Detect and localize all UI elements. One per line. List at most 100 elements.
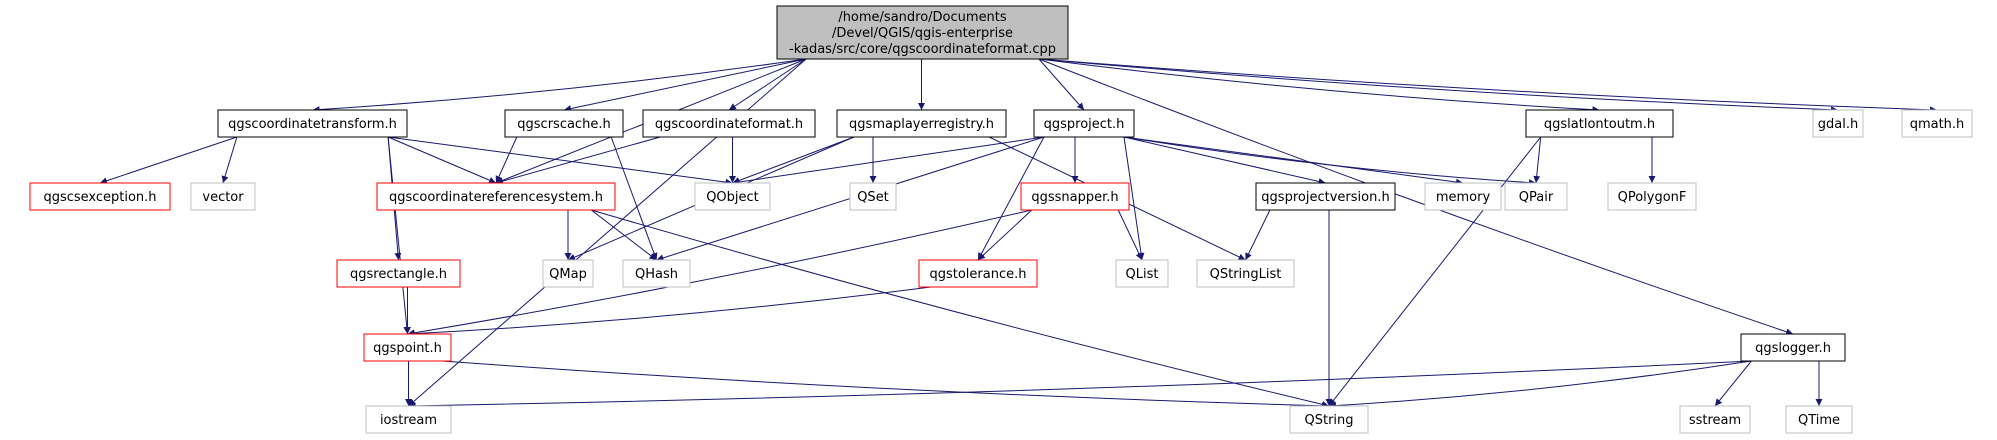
edge-qgspoint-to-qstring <box>442 360 1330 410</box>
node-qset: QSet <box>849 182 897 211</box>
node-label-qstringlist: QStringList <box>1210 267 1282 282</box>
node-qgsmaplayerregistry[interactable]: qgsmaplayerregistry.h <box>836 109 1007 138</box>
edge-qgslogger-to-iostream <box>408 360 1752 410</box>
edge-root-to-qmath <box>1038 58 1938 114</box>
node-qgscsexception[interactable]: qgscsexception.h <box>29 182 171 211</box>
edge-qgsproject-to-memory <box>1123 136 1464 186</box>
node-label-root-1: /Devel/QGIS/qgis-enterprise <box>832 26 1013 41</box>
node-qgscoordinateformat[interactable]: qgscoordinateformat.h <box>642 109 816 138</box>
node-qgslatlontoutm[interactable]: qgslatlontoutm.h <box>1525 109 1674 138</box>
node-box-qgscoordinatereferencesystem <box>376 182 616 211</box>
node-box-qgscsexception <box>29 182 171 211</box>
edge-root-to-qgslogger <box>1038 58 1794 336</box>
node-label-qmath: qmath.h <box>1910 117 1965 132</box>
edge-qgsproject-to-qlist <box>1123 136 1145 261</box>
node-memory: memory <box>1424 182 1502 211</box>
node-qobject: QObject <box>694 182 771 211</box>
node-label-qhash: QHash <box>635 267 678 282</box>
node-qgslogger[interactable]: qgslogger.h <box>1740 333 1846 362</box>
node-label-vector: vector <box>202 190 244 205</box>
node-qmath: qmath.h <box>1901 109 1973 138</box>
edge-qgsproject-to-qgsprojectversion <box>1123 136 1326 185</box>
node-box-qgslogger <box>1740 333 1846 362</box>
edge-qgsmaplayerregistry-to-qobject <box>732 136 855 184</box>
node-sstream: sstream <box>1679 405 1751 434</box>
node-qtime: QTime <box>1785 405 1853 434</box>
edge-root-to-qgslatlontoutm <box>1038 58 1600 114</box>
node-iostream: iostream <box>365 405 452 434</box>
node-label-qgssnapper: qgssnapper.h <box>1031 190 1118 205</box>
node-label-qgsmaplayerregistry: qgsmaplayerregistry.h <box>849 117 994 132</box>
edge-qgslatlontoutm-to-qpair <box>1533 136 1542 184</box>
node-label-qgscoordinateformat: qgscoordinateformat.h <box>655 117 803 132</box>
edge-qgssnapper-to-qgstolerance <box>977 209 1033 261</box>
edge-qgssnapper-to-qgspoint <box>407 209 1032 337</box>
node-qgsrectangle[interactable]: qgsrectangle.h <box>336 259 461 288</box>
node-box-qgsrectangle <box>336 259 461 288</box>
node-box-qstring <box>1289 405 1369 434</box>
node-label-memory: memory <box>1436 190 1491 205</box>
node-label-qobject: QObject <box>706 190 759 205</box>
node-label-qgspoint: qgspoint.h <box>373 341 442 356</box>
node-box-qgsmaplayerregistry <box>836 109 1007 138</box>
node-label-qlist: QList <box>1126 267 1159 282</box>
edge-root-to-iostream <box>408 58 807 407</box>
node-qgscoordinatereferencesystem[interactable]: qgscoordinatereferencesystem.h <box>376 182 616 211</box>
node-box-memory <box>1424 182 1502 211</box>
edge-root-to-qgsproject <box>1038 58 1085 111</box>
node-box-qhash <box>622 259 691 288</box>
node-box-qgscoordinateformat <box>642 109 816 138</box>
edge-qgssnapper-to-qlist <box>1117 209 1143 261</box>
node-box-qgssnapper <box>1020 182 1130 211</box>
node-box-qpolygonf <box>1607 182 1697 211</box>
node-qgstolerance[interactable]: qgstolerance.h <box>918 259 1038 288</box>
node-box-qgsproject <box>1033 109 1135 138</box>
edge-qgsprojectversion-to-qstringlist <box>1245 209 1271 261</box>
node-box-qlist <box>1115 259 1169 288</box>
edge-qgscoordinatetransform-to-vector <box>221 136 238 184</box>
edge-qgscoordinatetransform-to-qgspoint <box>387 136 411 335</box>
node-label-qgsrectangle: qgsrectangle.h <box>350 267 447 282</box>
edge-qgsproject-to-qpair <box>1123 136 1537 187</box>
edge-qgscoordinatetransform-to-qgscoordinatereferencesystem <box>387 136 497 184</box>
node-label-qgsproject: qgsproject.h <box>1044 117 1125 132</box>
node-box-qobject <box>694 182 771 211</box>
node-qstringlist: QStringList <box>1196 259 1295 288</box>
edge-root-to-qgscrscache <box>563 58 807 112</box>
node-qgssnapper[interactable]: qgssnapper.h <box>1020 182 1130 211</box>
node-label-qpolygonf: QPolygonF <box>1618 190 1687 205</box>
node-label-root-2: -kadas/src/core/qgscoordinateformat.cpp <box>789 42 1056 57</box>
node-label-sstream: sstream <box>1689 413 1741 428</box>
node-qgsprojectversion[interactable]: qgsprojectversion.h <box>1255 182 1396 211</box>
node-box-qgscoordinatetransform <box>217 109 408 138</box>
node-label-qgslatlontoutm: qgslatlontoutm.h <box>1544 117 1655 132</box>
node-box-gdal <box>1812 109 1864 138</box>
edge-root-to-qgscoordinatetransform <box>312 58 807 114</box>
node-box-iostream <box>365 405 452 434</box>
node-box-qstringlist <box>1196 259 1295 288</box>
node-qgscrscache[interactable]: qgscrscache.h <box>504 109 624 138</box>
node-qlist: QList <box>1115 259 1169 288</box>
node-box-sstream <box>1679 405 1751 434</box>
node-box-qgspoint <box>363 333 452 362</box>
edge-qgscrscache-to-qhash <box>610 136 658 261</box>
node-label-iostream: iostream <box>380 413 437 428</box>
edge-qgslogger-to-qstring <box>1328 360 1752 410</box>
edge-root-to-gdal <box>1038 58 1839 114</box>
edge-qgscoordinatetransform-to-qgscsexception <box>99 136 238 185</box>
node-qgspoint[interactable]: qgspoint.h <box>363 333 452 362</box>
node-label-qgsprojectversion: qgsprojectversion.h <box>1261 190 1389 205</box>
node-vector: vector <box>190 182 256 211</box>
node-label-qset: QSet <box>857 190 889 205</box>
node-qgscoordinatetransform[interactable]: qgscoordinatetransform.h <box>217 109 408 138</box>
node-label-root-0: /home/sandro/Documents <box>838 10 1007 25</box>
node-label-qgstolerance: qgstolerance.h <box>929 267 1026 282</box>
edge-qgscoordinateformat-to-qgscoordinatereferencesystem <box>495 136 661 185</box>
node-box-qgslatlontoutm <box>1525 109 1674 138</box>
edge-qgstolerance-to-qgspoint <box>407 286 931 338</box>
node-gdal: gdal.h <box>1812 109 1864 138</box>
node-qgsproject[interactable]: qgsproject.h <box>1033 109 1135 138</box>
node-label-qmap: QMap <box>549 267 587 282</box>
node-box-qpair <box>1504 182 1568 211</box>
node-qpair: QPair <box>1504 182 1568 211</box>
